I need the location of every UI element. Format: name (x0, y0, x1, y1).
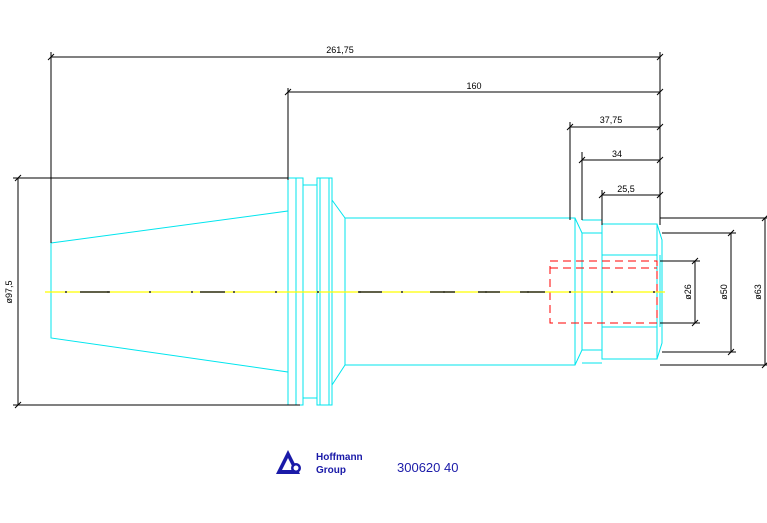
dim-bore-depth-3: 25,5 (617, 184, 635, 194)
hoffmann-group-logo: Hoffmann Group (276, 450, 363, 476)
dim-diameter-nut: ø50 (719, 284, 729, 300)
dim-bore-depth-2: 34 (612, 149, 622, 159)
logo-mark-icon (276, 450, 301, 474)
part-number: 300620 40 (397, 460, 459, 475)
dim-shank-length: 160 (466, 81, 481, 91)
logo-text-line2: Group (316, 465, 346, 476)
dim-diameter-body: ø63 (753, 284, 763, 300)
dim-bore-depth-1: 37,75 (600, 115, 623, 125)
dimension-lines (13, 52, 767, 409)
logo-text-line1: Hoffmann (316, 452, 363, 463)
dim-diameter-bore: ø26 (683, 284, 693, 300)
dim-overall-length: 261,75 (326, 45, 354, 55)
dim-diameter-flange: ø97,5 (4, 280, 14, 303)
